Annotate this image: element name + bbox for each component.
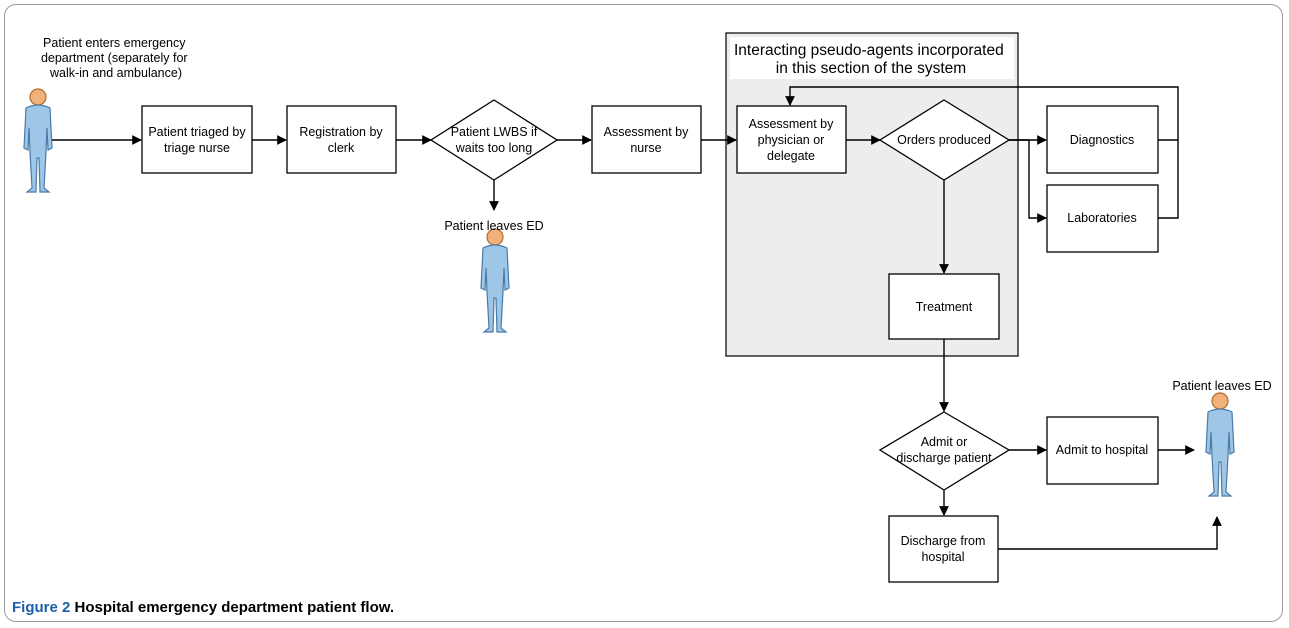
node-orders-decision: Orders produced xyxy=(878,99,1011,181)
person-lwbs-label: Patient leaves ED xyxy=(444,219,543,233)
figure-frame xyxy=(4,4,1283,622)
figure-title: Hospital emergency department patient fl… xyxy=(74,599,395,616)
person-exit: Patient leaves ED xyxy=(1172,379,1272,497)
edge-diagnostics-return xyxy=(785,86,1179,141)
node-diagnostics: Diagnostics xyxy=(1046,105,1159,174)
figure-number: Figure 2 xyxy=(12,599,71,616)
pseudo-agent-section-header xyxy=(730,37,1014,79)
edge-laboratories-return xyxy=(1158,140,1179,219)
svg-text:Orders produced: Orders produced xyxy=(897,133,991,147)
node-admit: Admit to hospital xyxy=(1046,416,1159,485)
person-exit-label: Patient leaves ED xyxy=(1172,379,1271,393)
svg-text:Admit to hospital: Admit to hospital xyxy=(1056,443,1148,457)
svg-text:Diagnostics: Diagnostics xyxy=(1070,133,1135,147)
section-title: Interacting pseudo-agents incorporated i… xyxy=(734,42,1008,77)
figure-caption: Figure 2 Hospital emergency department p… xyxy=(12,599,394,616)
person-lwbs: Patient leaves ED xyxy=(444,219,544,333)
edge-discharge-leave xyxy=(998,516,1222,550)
person-icon xyxy=(1205,392,1235,497)
person-icon xyxy=(480,228,510,333)
svg-text:Treatment: Treatment xyxy=(916,300,973,314)
person-icon xyxy=(23,88,53,193)
edge-orders-laboratories xyxy=(1009,139,1047,223)
node-laboratories: Laboratories xyxy=(1046,184,1159,253)
node-treatment: Treatment xyxy=(888,273,1000,340)
person-enter-label: Patient enters emergency department (sep… xyxy=(41,36,191,80)
edges xyxy=(48,86,1222,550)
person-enter: Patient enters emergency department (sep… xyxy=(23,36,191,193)
svg-text:Laboratories: Laboratories xyxy=(1067,211,1137,225)
